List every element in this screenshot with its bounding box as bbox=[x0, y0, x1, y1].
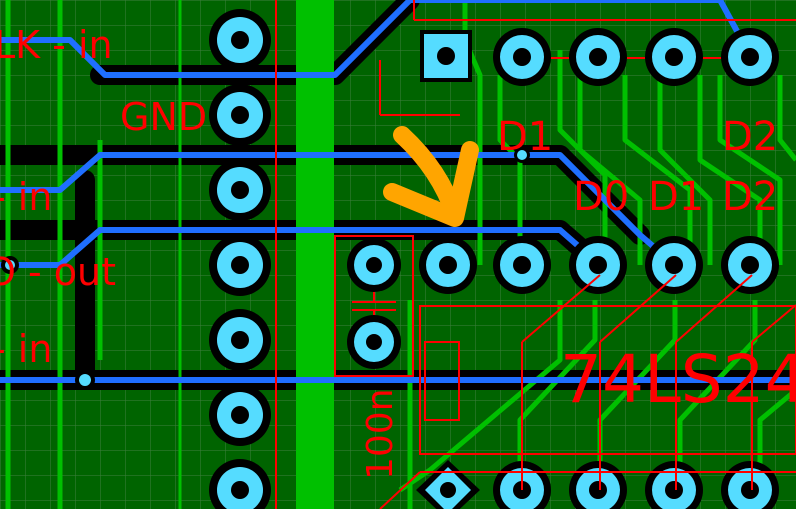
mid-row-pads bbox=[426, 243, 772, 287]
ground-bus-trace bbox=[296, 0, 334, 509]
orange-arrow-icon bbox=[383, 126, 479, 227]
ic-name-label: 74LS24 bbox=[560, 341, 796, 418]
capacitor-value-label: 100n bbox=[360, 388, 401, 480]
via bbox=[517, 150, 527, 160]
via bbox=[79, 374, 91, 386]
via bbox=[5, 260, 15, 270]
upper-ic-pads bbox=[424, 34, 772, 79]
net-label-out: O - out bbox=[0, 250, 116, 294]
net-label-in-mid: - in bbox=[0, 175, 52, 219]
pin-label-d1-mid: D1 bbox=[648, 174, 704, 220]
pin-label-d2-top: D2 bbox=[722, 114, 778, 160]
ratsnest-lines bbox=[379, 274, 796, 509]
bottom-copper-traces bbox=[0, 0, 796, 383]
pin-label-d2-mid: D2 bbox=[722, 174, 778, 220]
silkscreen-outlines bbox=[275, 0, 796, 509]
net-label-in-low: - in bbox=[0, 327, 52, 371]
capacitor-pads bbox=[354, 245, 394, 362]
net-label-gnd: GND bbox=[120, 95, 207, 139]
vias bbox=[1, 147, 530, 390]
pin-label-d0: D0 bbox=[573, 174, 629, 220]
net-label-clk-in: LK - in bbox=[0, 23, 113, 67]
header-pads bbox=[217, 17, 263, 509]
pin-label-d1-top: D1 bbox=[497, 114, 553, 160]
